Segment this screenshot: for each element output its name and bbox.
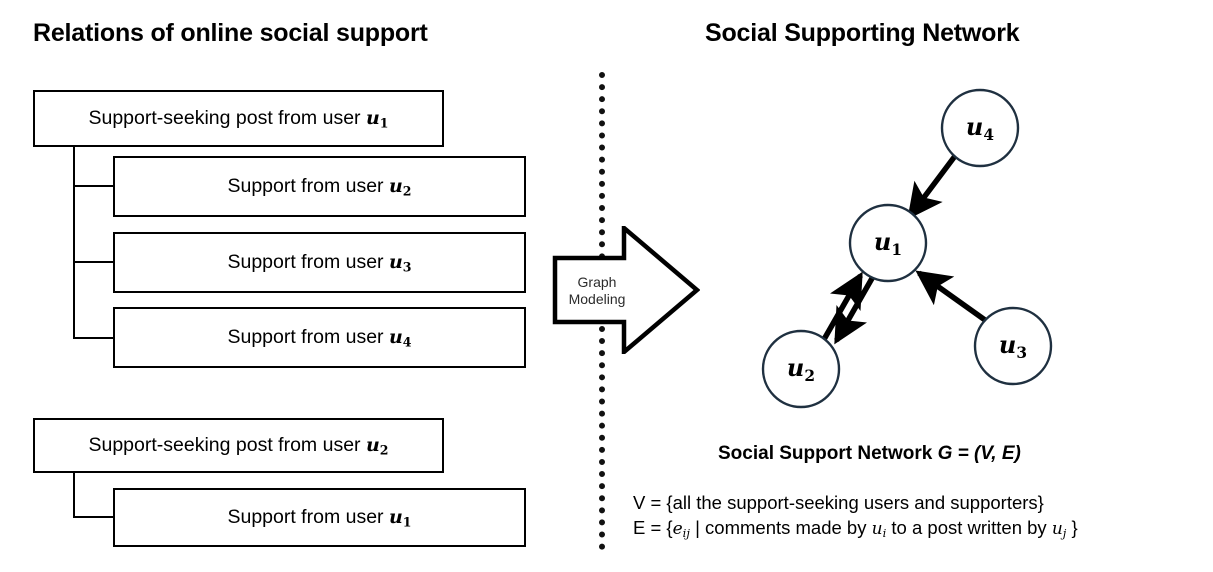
support-box-1-3[interactable]: Support from user u4 [113, 307, 526, 368]
edge-set-text-2: | comments made by [689, 517, 872, 538]
box-label: Support from user u3 [227, 250, 412, 275]
tree-connector-branch-g1-2 [73, 261, 115, 263]
support-box-1-1[interactable]: Support from user u2 [113, 156, 526, 217]
edge-set-text-3: to a post written by [886, 517, 1052, 538]
edge-set-text-4: } [1066, 517, 1078, 538]
tree-connector-branch-g2-1 [73, 516, 115, 518]
box-label: Support-seeking post from user u2 [88, 433, 389, 458]
edge-u4-u1 [907, 154, 958, 220]
user-i-symbol: ui [871, 519, 887, 541]
left-panel-title: Relations of online social support [33, 19, 428, 47]
network-definition-title: Social Support Network G = (V, E) [718, 443, 1021, 465]
box-label: Support from user u2 [227, 174, 412, 199]
tree-connector-branch-g1-1 [73, 185, 115, 187]
graph-modeling-label-line2: Modeling [568, 291, 626, 307]
box-label: Support from user u1 [227, 505, 412, 530]
support-box-1-2[interactable]: Support from user u3 [113, 232, 526, 293]
box-label: Support from user u4 [227, 325, 412, 350]
graph-modeling-label-line1: Graph [577, 274, 617, 290]
edge-set-text-1: E = { [633, 517, 673, 538]
edge-u2-u1 [822, 271, 863, 340]
network-definition-title-plain: Social Support Network [718, 443, 938, 464]
graph-node-label-u4: u4 [965, 112, 995, 144]
graph-node-label-u2: u2 [786, 353, 816, 385]
edge-symbol: eij [672, 519, 690, 541]
graph-modeling-arrow [552, 226, 700, 354]
graph-node-label-u3: u3 [998, 330, 1028, 362]
tree-connector-branch-g1-3 [73, 337, 115, 339]
user-j-symbol: uj [1051, 519, 1067, 541]
right-arrow-icon [552, 226, 700, 354]
graph-node-label-u1: u1 [873, 227, 903, 259]
tree-connector-vertical-g2 [73, 471, 75, 518]
vertex-set-definition: V = {all the support-seeking users and s… [633, 492, 1044, 514]
right-panel-title: Social Supporting Network [705, 19, 1020, 47]
edge-u1-u2 [834, 276, 875, 345]
box-label: Support-seeking post from user u1 [88, 106, 389, 131]
network-definition-title-italic: G = (V, E) [937, 443, 1021, 464]
tree-connector-vertical-g1 [73, 143, 75, 339]
support-seeking-post-box-1[interactable]: Support-seeking post from user u1 [33, 90, 444, 147]
graph-modeling-label: Graph Modeling [560, 274, 634, 308]
edge-u3-u1 [915, 270, 987, 323]
vertex-set-text: V = {all the support-seeking users and s… [633, 492, 1044, 513]
support-seeking-post-box-2[interactable]: Support-seeking post from user u2 [33, 418, 444, 473]
edge-set-definition: E = {eij | comments made by ui to a post… [633, 517, 1078, 540]
support-box-2-1[interactable]: Support from user u1 [113, 488, 526, 547]
